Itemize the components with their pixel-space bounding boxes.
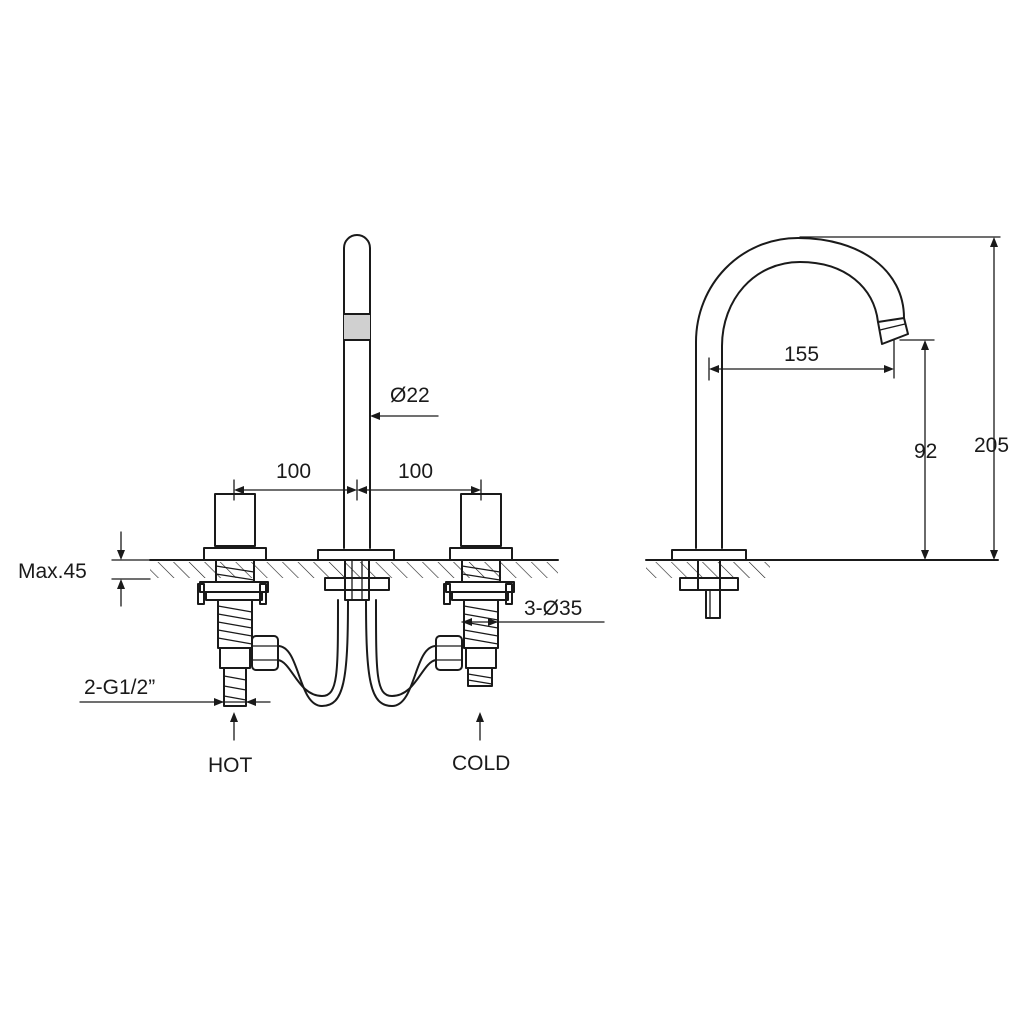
cold-handle-valve: [443, 493, 515, 687]
spout-diameter-dimension: Ø22: [370, 384, 439, 420]
hot-inlet-label: HOT: [208, 754, 253, 777]
side-view: 155 92 205: [645, 236, 1009, 619]
side-gooseneck-spout: [671, 237, 909, 619]
deck-thickness-dimension: Max.45: [18, 531, 151, 607]
front-view: Max.45 Ø22: [18, 234, 605, 777]
total-height-dimension: 205: [799, 236, 1009, 560]
hot-handle-valve: [197, 493, 269, 707]
hole-diameter-label: 3-Ø35: [524, 597, 582, 620]
outlet-height-label: 92: [914, 440, 937, 463]
hot-inlet: HOT: [208, 712, 253, 777]
total-height-label: 205: [974, 434, 1009, 457]
countertop-section: [149, 559, 559, 578]
connection-label: 2-G1/2”: [84, 676, 155, 699]
connection-dimension: 2-G1/2”: [79, 676, 271, 706]
connecting-hoses: [251, 599, 463, 707]
cold-inlet-label: COLD: [452, 752, 510, 775]
left-spacing-label: 100: [276, 460, 311, 483]
reach-label: 155: [784, 343, 819, 366]
hole-diameter-dimension: 3-Ø35: [461, 597, 605, 626]
cold-inlet: COLD: [452, 712, 510, 775]
front-spout: [317, 234, 395, 601]
spout-diameter-label: Ø22: [390, 384, 430, 407]
right-spacing-label: 100: [398, 460, 433, 483]
outlet-height-dimension: 92: [899, 339, 937, 560]
spacing-dimensions: 100 100: [233, 460, 482, 501]
deck-thickness-label: Max.45: [18, 560, 87, 583]
reach-dimension: 155: [708, 339, 895, 381]
